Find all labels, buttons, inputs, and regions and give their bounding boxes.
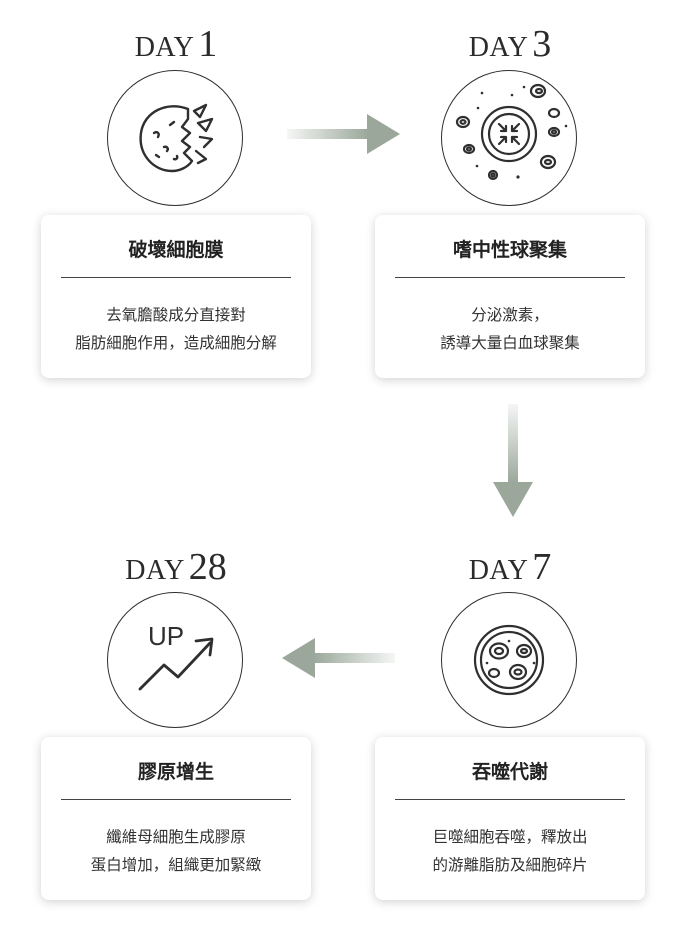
phagocytosis-icon [473, 624, 545, 696]
step-description: 分泌激素， 誘導大量白血球聚集 [375, 301, 645, 357]
day-number: 28 [188, 546, 227, 588]
day-number: 7 [532, 546, 552, 588]
step-description: 去氧膽酸成分直接對 脂肪細胞作用，造成細胞分解 [41, 301, 311, 357]
card-divider [395, 799, 625, 800]
day-word: DAY [468, 555, 529, 586]
step-title: 嗜中性球聚集 [452, 239, 567, 261]
step-desc-line-1: 去氧膽酸成分直接對 [106, 306, 246, 324]
step-desc-line-1: 分泌激素， [471, 306, 549, 324]
day-1-icon-circle [107, 70, 243, 206]
arrow-left-icon [282, 638, 395, 678]
step-desc-line-1: 纖維母細胞生成膠原 [106, 828, 246, 846]
day-number: 3 [532, 23, 552, 65]
step-card-28: 膠原增生 纖維母細胞生成膠原 蛋白增加，組織更加緊緻 [41, 737, 311, 900]
up-text: UP [148, 621, 184, 651]
step-desc-line-2: 蛋白增加，組織更加緊緻 [90, 856, 262, 874]
day-number: 1 [198, 23, 218, 65]
step-card-7: 吞噬代謝 巨噬細胞吞噬，釋放出 的游離脂肪及細胞碎片 [375, 737, 645, 900]
broken-cell-icon [139, 103, 214, 173]
step-description: 巨噬細胞吞噬，釋放出 的游離脂肪及細胞碎片 [375, 823, 645, 879]
step-desc-line-1: 巨噬細胞吞噬，釋放出 [432, 828, 588, 846]
step-desc-line-2: 脂肪細胞作用，造成細胞分解 [75, 334, 277, 352]
day-3-icon-circle [441, 70, 577, 206]
step-card-3: 嗜中性球聚集 分泌激素， 誘導大量白血球聚集 [375, 215, 645, 378]
day-word: DAY [468, 32, 529, 63]
step-title: 吞噬代謝 [471, 761, 548, 783]
step-title: 膠原增生 [137, 761, 214, 783]
step-description: 纖維母細胞生成膠原 蛋白增加，組織更加緊緻 [41, 823, 311, 879]
step-desc-line-2: 誘導大量白血球聚集 [440, 334, 580, 352]
card-divider [61, 799, 291, 800]
day-word: DAY [125, 555, 185, 586]
card-divider [61, 277, 291, 278]
day-word: DAY [134, 32, 195, 63]
step-card-1: 破壞細胞膜 去氧膽酸成分直接對 脂肪細胞作用，造成細胞分解 [41, 215, 311, 378]
day-7-icon-circle [441, 592, 577, 728]
step-desc-line-2: 的游離脂肪及細胞碎片 [432, 856, 588, 874]
card-divider [395, 277, 625, 278]
up-trend-icon: UP [138, 621, 214, 691]
step-title: 破壞細胞膜 [128, 239, 224, 261]
arrow-down-icon [493, 404, 533, 517]
neutrophil-gathering-icon [455, 83, 568, 181]
arrow-right-icon [287, 114, 400, 154]
day-28-icon-circle: UP [107, 592, 243, 728]
